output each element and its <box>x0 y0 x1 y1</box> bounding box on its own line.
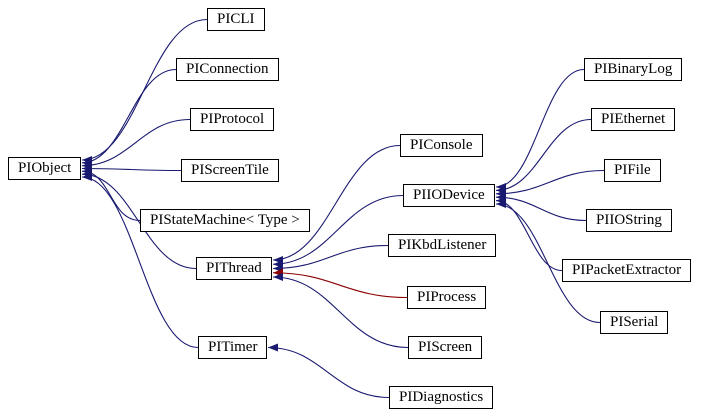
class-node-pikbdlistener[interactable]: PIKbdListener <box>388 234 497 257</box>
inheritance-edge-picli-to-piobject <box>81 18 208 164</box>
class-node-pidiagnostics[interactable]: PIDiagnostics <box>389 386 494 409</box>
inheritance-edge-pikbdlistener-to-pithread <box>272 244 389 273</box>
class-node-pipacketextractor[interactable]: PIPacketExtractor <box>562 259 692 282</box>
class-node-piconsole[interactable]: PIConsole <box>400 134 483 157</box>
class-node-piobject[interactable]: PIObject <box>8 157 82 180</box>
inheritance-edge-pistatemachine-to-piobject <box>81 167 141 222</box>
class-node-piscreen[interactable]: PIScreen <box>408 336 483 359</box>
class-node-piethernet[interactable]: PIEthernet <box>591 108 676 131</box>
inheritance-edge-piscreentile-to-piobject <box>81 164 182 173</box>
inheritance-edge-pitimer-to-piobject <box>81 173 199 349</box>
inheritance-edge-pibinarylog-to-piiodevice <box>495 68 585 191</box>
inheritance-edge-pifile-to-piiodevice <box>495 169 605 198</box>
class-node-piprotocol[interactable]: PIProtocol <box>190 108 275 131</box>
class-node-pistatemachine[interactable]: PIStateMachine< Type > <box>140 209 310 232</box>
inheritance-edge-pipacketextractor-to-piiodevice <box>495 196 563 272</box>
inheritance-edge-piprotocol-to-piobject <box>81 118 191 170</box>
inheritance-edge-piiostring-to-piiodevice <box>495 193 587 222</box>
inheritance-edge-pidiagnostics-to-pitimer <box>267 343 390 399</box>
class-node-pibinarylog[interactable]: PIBinaryLog <box>584 58 683 81</box>
class-node-pithread[interactable]: PIThread <box>196 257 272 280</box>
inheritance-edge-piconsole-to-pithread <box>272 144 401 264</box>
class-node-picli[interactable]: PICLI <box>207 8 265 31</box>
class-node-piiodevice[interactable]: PIIODevice <box>403 184 495 207</box>
inheritance-edge-piscreen-to-pithread <box>272 273 409 349</box>
inheritance-edge-piconnection-to-piobject <box>81 68 177 167</box>
class-node-piprocess[interactable]: PIProcess <box>407 286 487 309</box>
class-node-pitimer[interactable]: PITimer <box>198 336 268 359</box>
class-node-pifile[interactable]: PIFile <box>604 159 661 182</box>
inheritance-edge-piethernet-to-piiodevice <box>495 118 592 195</box>
class-node-piscreentile[interactable]: PIScreenTile <box>181 159 279 182</box>
class-node-piconnection[interactable]: PIConnection <box>176 58 279 81</box>
class-node-piserial[interactable]: PISerial <box>600 311 669 334</box>
class-node-piiostring[interactable]: PIIOString <box>586 209 672 232</box>
inheritance-edge-piprocess-to-pithread <box>272 268 408 299</box>
